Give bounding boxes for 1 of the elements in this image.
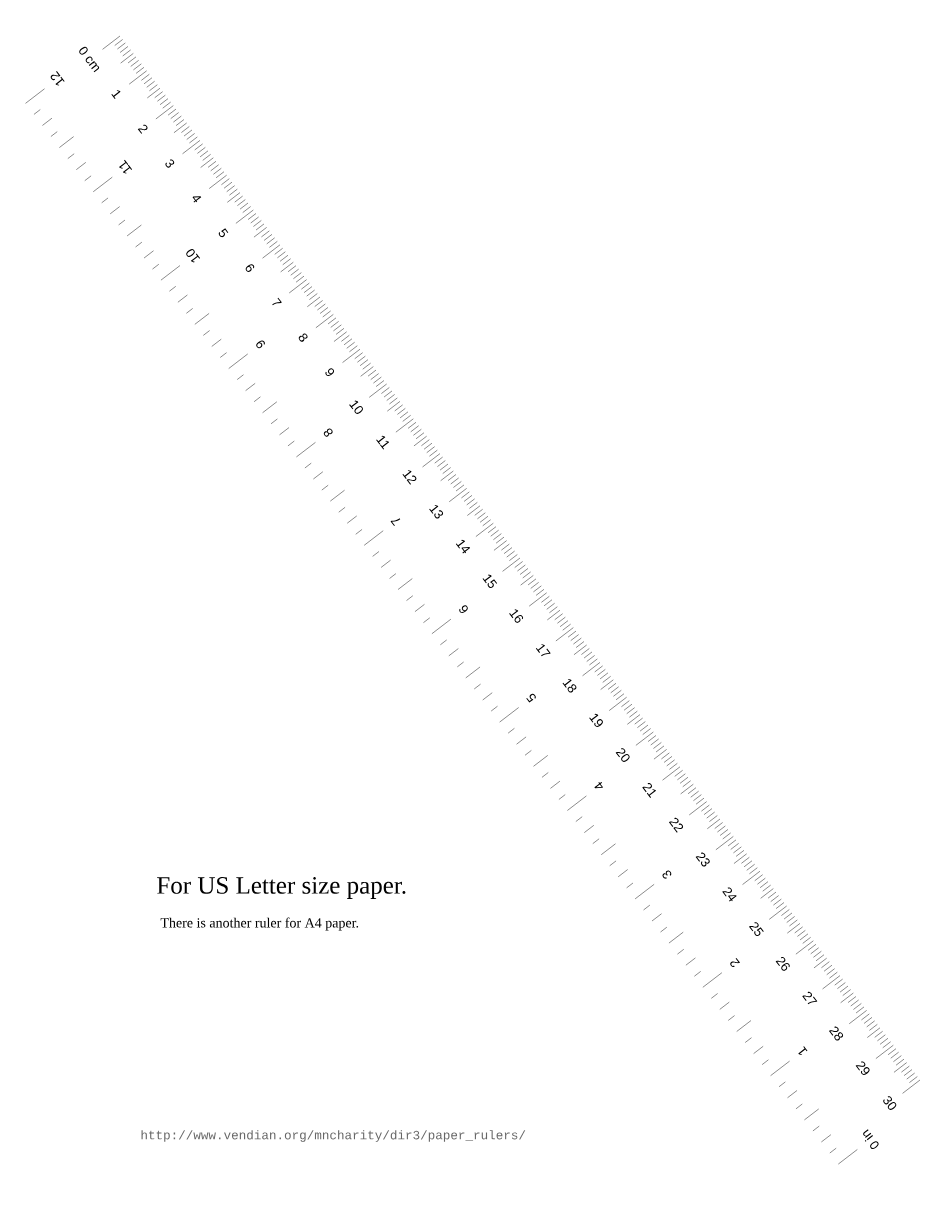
heading-text: For US Letter size paper. [157, 877, 406, 899]
